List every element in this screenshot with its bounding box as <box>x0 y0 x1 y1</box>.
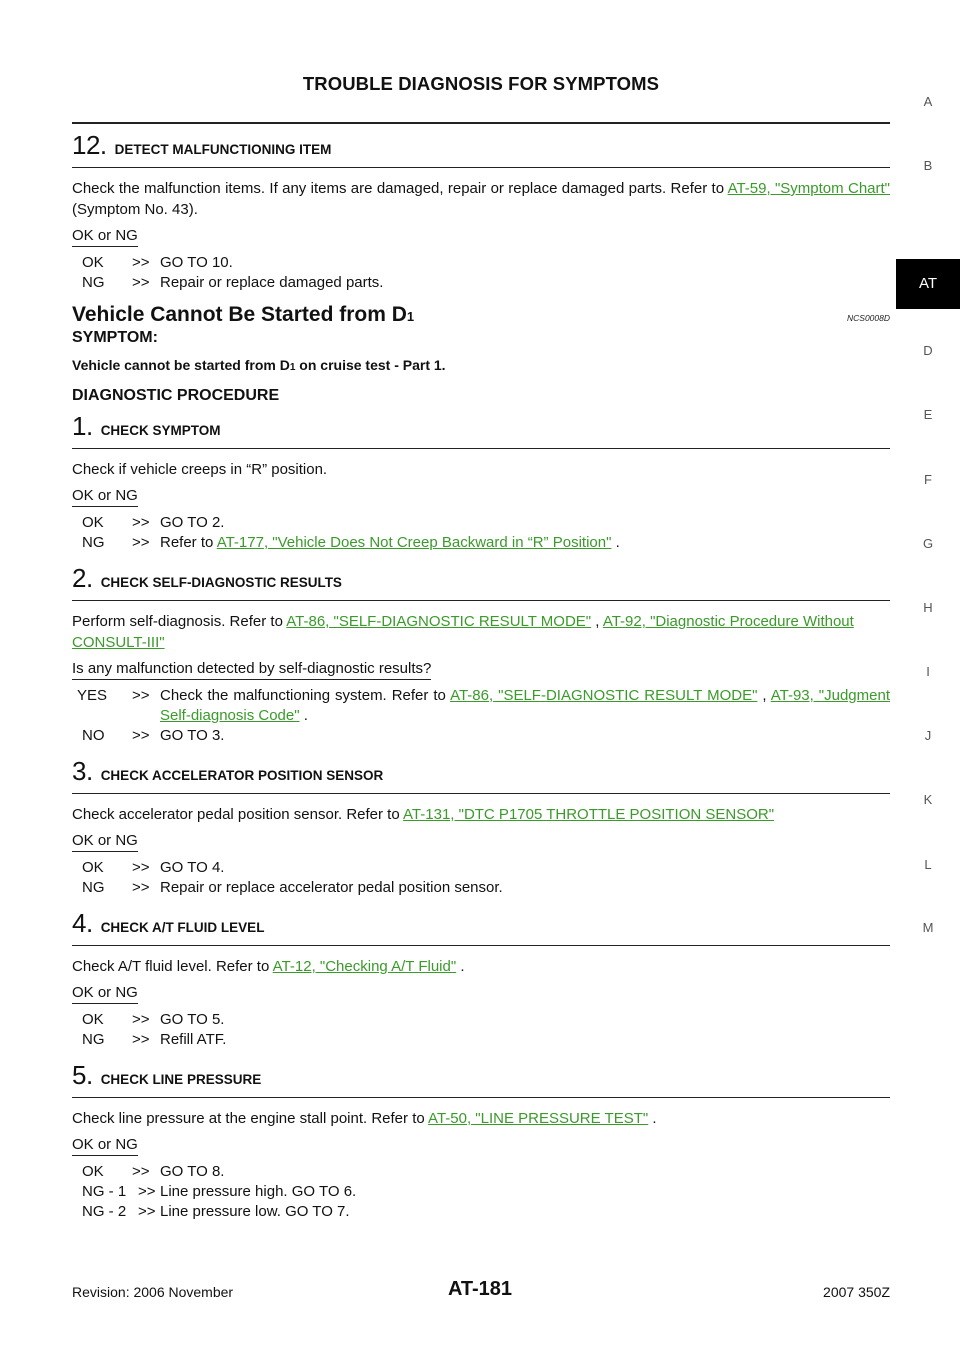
side-tab-d[interactable]: D <box>923 343 933 358</box>
result-ng: NG>>Refer to AT-177, "Vehicle Does Not C… <box>82 534 620 551</box>
step-4-text: Check A/T fluid level. Refer to AT-12, "… <box>72 958 465 975</box>
footer-revision: Revision: 2006 November <box>72 1284 234 1300</box>
link-throttle-sensor[interactable]: AT-131, "DTC P1705 THROTTLE POSITION SEN… <box>403 806 775 823</box>
step-4-heading: 4. CHECK A/T FLUID LEVEL <box>72 908 890 939</box>
step-3-heading: 3. CHECK ACCELERATOR POSITION SENSOR <box>72 756 890 787</box>
result-no: NO>>GO TO 3. <box>82 727 225 744</box>
side-tab-b[interactable]: B <box>923 158 933 173</box>
step-title: DETECT MALFUNCTIONING ITEM <box>114 142 332 157</box>
step-rule <box>72 600 890 601</box>
step-12-results: OK>>GO TO 10. NG>>Repair or replace dama… <box>72 253 890 293</box>
step-title: CHECK LINE PRESSURE <box>100 1072 262 1087</box>
link-symptom-chart[interactable]: AT-59, "Symptom Chart" <box>727 180 890 197</box>
link-self-diag-result[interactable]: AT-86, "SELF-DIAGNOSTIC RESULT MODE" <box>450 687 758 704</box>
page-number: AT-181 <box>447 1278 513 1300</box>
footer-model: 2007 350Z <box>823 1284 890 1300</box>
link-judgment-code[interactable]: AT-93, "Judgment Self-diagnosis Code" <box>160 687 890 724</box>
link-checking-fluid[interactable]: AT-12, "Checking A/T Fluid" <box>272 958 457 975</box>
step-title: CHECK SELF-DIAGNOSTIC RESULTS <box>100 575 342 590</box>
step-rule <box>72 945 890 946</box>
step-number: 3. <box>72 756 93 786</box>
side-tab-a[interactable]: A <box>923 94 933 109</box>
section-code: NCS0008D <box>847 313 890 323</box>
ok-or-ng-label: OK or NG <box>72 486 138 507</box>
ok-or-ng-label: OK or NG <box>72 1135 138 1156</box>
link-line-pressure-test[interactable]: AT-50, "LINE PRESSURE TEST" <box>428 1110 649 1127</box>
symptom-label: SYMPTOM: <box>72 329 158 346</box>
question-label: Is any malfunction detected by self-diag… <box>72 659 432 680</box>
step-title: CHECK A/T FLUID LEVEL <box>100 920 265 935</box>
result-ok: OK>>GO TO 4. <box>82 859 225 876</box>
side-tab-g[interactable]: G <box>922 536 934 551</box>
step-1-heading: 1. CHECK SYMPTOM <box>72 411 890 442</box>
diagnostic-procedure-label: DIAGNOSTIC PROCEDURE <box>72 387 280 404</box>
result-ok: OK>>GO TO 5. <box>82 1011 225 1028</box>
section-title: Vehicle Cannot Be Started from D1 NCS000… <box>72 303 890 327</box>
side-tab-e[interactable]: E <box>923 407 933 422</box>
side-tab-m[interactable]: M <box>922 920 934 935</box>
step-5-heading: 5. CHECK LINE PRESSURE <box>72 1060 890 1091</box>
ok-or-ng-label: OK or NG <box>72 226 138 247</box>
step-3-text: Check accelerator pedal position sensor.… <box>72 806 775 823</box>
step-2-results: YES>>Check the malfunctioning system. Re… <box>72 686 890 746</box>
step-number: 5. <box>72 1060 93 1090</box>
result-yes: YES>>Check the malfunctioning system. Re… <box>77 687 890 724</box>
section-heading: Vehicle Cannot Be Started from D1 <box>72 303 415 326</box>
step-title: CHECK ACCELERATOR POSITION SENSOR <box>100 768 384 783</box>
page-content: 12. DETECT MALFUNCTIONING ITEM Check the… <box>72 128 890 1232</box>
step-1-results: OK>>GO TO 2. NG>>Refer to AT-177, "Vehic… <box>72 513 890 553</box>
result-ng: NG>>Refill ATF. <box>82 1031 227 1048</box>
side-tab-i[interactable]: I <box>926 664 930 679</box>
side-tab-h[interactable]: H <box>923 600 933 615</box>
step-rule <box>72 793 890 794</box>
step-5-text: Check line pressure at the engine stall … <box>72 1110 657 1127</box>
side-tab-l[interactable]: L <box>924 857 932 872</box>
step-12-heading: 12. DETECT MALFUNCTIONING ITEM <box>72 130 890 161</box>
result-ok: OK>>GO TO 10. <box>82 254 233 271</box>
link-creep-backward[interactable]: AT-177, "Vehicle Does Not Creep Backward… <box>216 534 612 551</box>
page-title: TROUBLE DIAGNOSIS FOR SYMPTOMS <box>302 73 660 94</box>
step-4-results: OK>>GO TO 5. NG>>Refill ATF. <box>72 1010 890 1050</box>
result-ng-2: NG - 2>>Line pressure low. GO TO 7. <box>82 1203 350 1220</box>
side-tab-f[interactable]: F <box>924 472 932 487</box>
symptom-text: Vehicle cannot be started from D1 on cru… <box>72 357 446 373</box>
step-3-results: OK>>GO TO 4. NG>>Repair or replace accel… <box>72 858 890 898</box>
link-diag-procedure[interactable]: AT-92, "Diagnostic Procedure Without CON… <box>72 613 854 651</box>
step-rule <box>72 1097 890 1098</box>
result-ng: NG>>Repair or replace accelerator pedal … <box>82 879 503 896</box>
result-ok: OK>>GO TO 8. <box>82 1163 225 1180</box>
step-number: 12. <box>72 130 107 160</box>
section-index-tabs: A B AT D E F G H I J K L M <box>896 0 960 1358</box>
step-5-results: OK>>GO TO 8. NG - 1>>Line pressure high.… <box>72 1162 890 1222</box>
ok-or-ng-label: OK or NG <box>72 831 138 852</box>
step-2-text: Perform self-diagnosis. Refer to AT-86, … <box>72 613 854 651</box>
side-tab-j[interactable]: J <box>924 728 932 743</box>
result-ok: OK>>GO TO 2. <box>82 514 225 531</box>
step-title: CHECK SYMPTOM <box>100 423 221 438</box>
step-12-text: Check the malfunction items. If any item… <box>72 180 890 218</box>
result-ng: NG>>Repair or replace damaged parts. <box>82 274 384 291</box>
result-ng-1: NG - 1>>Line pressure high. GO TO 6. <box>82 1183 357 1200</box>
step-2-heading: 2. CHECK SELF-DIAGNOSTIC RESULTS <box>72 563 890 594</box>
step-rule <box>72 448 890 449</box>
header-rule <box>72 122 890 124</box>
step-number: 1. <box>72 411 93 441</box>
step-number: 4. <box>72 908 93 938</box>
ok-or-ng-label: OK or NG <box>72 983 138 1004</box>
side-tab-k[interactable]: K <box>923 792 933 807</box>
side-tab-at[interactable]: AT <box>896 259 960 309</box>
step-1-text: Check if vehicle creeps in “R” position. <box>72 461 328 478</box>
step-number: 2. <box>72 563 93 593</box>
link-self-diag-result[interactable]: AT-86, "SELF-DIAGNOSTIC RESULT MODE" <box>286 613 592 630</box>
step-rule <box>72 167 890 168</box>
